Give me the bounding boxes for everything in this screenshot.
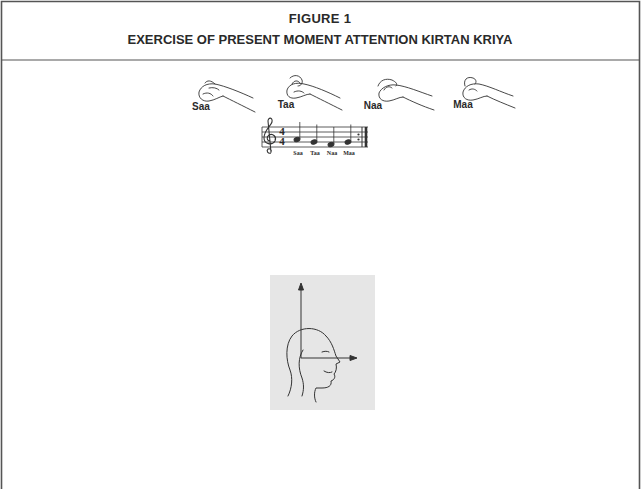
figure-title: FIGURE 1 [289,11,351,26]
syllable-label: Saa [192,101,210,113]
hand-naa [378,79,434,110]
syllable-label: Naa [364,100,382,112]
syllable-label: Taa [278,99,295,111]
figure-heading: EXERCISE OF PRESENT MOMENT ATTENTION KIR… [128,33,513,48]
quarter-notes [293,122,351,147]
repeat-dots [357,133,359,140]
hand-taa [287,76,342,110]
axis-arrows [299,283,358,361]
time-signature: 4 [279,136,285,147]
note-syllable: Taa [310,150,319,157]
head-profile [287,329,340,403]
hand-mudras [199,76,515,112]
note-syllable: Maa [343,150,355,157]
note-syllable: Saa [293,150,302,157]
head-panel [270,275,375,410]
treble-clef [264,118,276,153]
note-syllable: Naa [327,150,337,157]
music-staff [262,127,368,147]
syllable-label: Maa [453,99,472,111]
header-rule [2,59,640,60]
